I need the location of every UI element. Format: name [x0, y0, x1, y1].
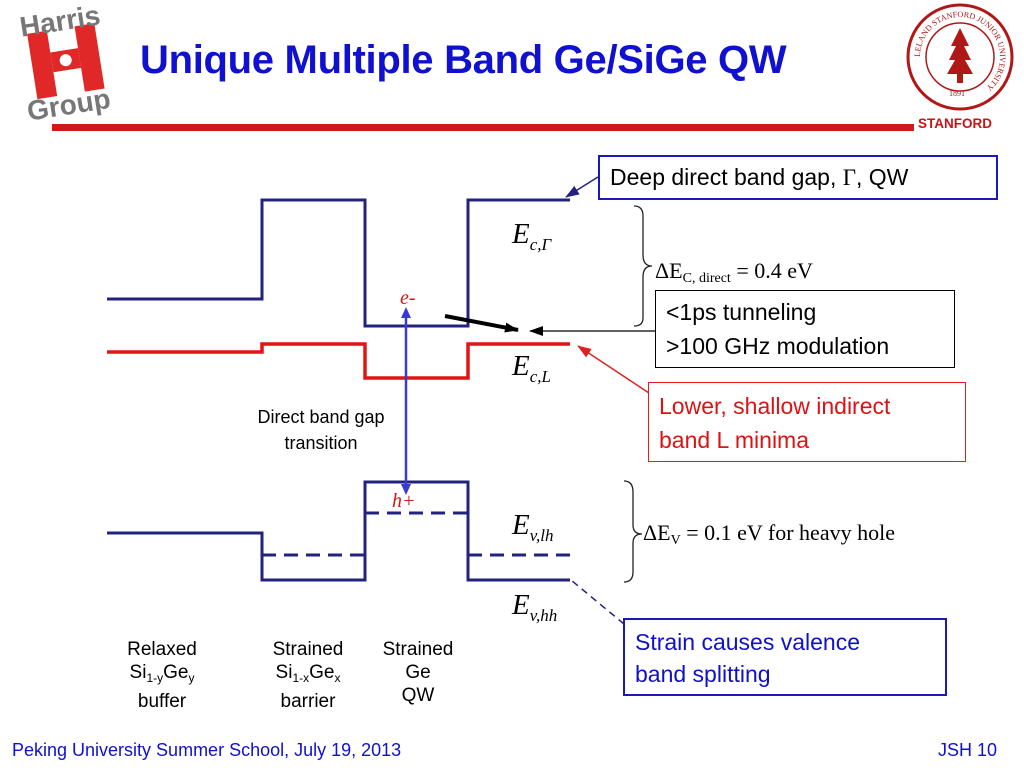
delta-ec-value: = 0.4 eV	[730, 258, 813, 283]
layer-role: barrier	[280, 691, 336, 712]
layer-composition: Si1-xGex	[275, 662, 341, 685]
transition-line1: Direct band gap	[257, 407, 385, 427]
footer-slide-number: JSH 10	[938, 740, 998, 760]
stanford-seal-logo: LELAND STANFORD JUNIOR UNIVERSITY 1891	[906, 3, 1014, 111]
tunneling-pointer-arrow	[444, 314, 519, 333]
layer-role: QW	[401, 685, 435, 706]
deep-gap-prefix: Deep direct band gap,	[610, 164, 843, 190]
ec-l-main: E	[512, 350, 530, 382]
layer-composition: Ge	[405, 662, 431, 683]
lower-minima-line2: band L minima	[659, 427, 810, 453]
transition-line2: transition	[284, 433, 358, 453]
footer-event: Peking University Summer School, July 19…	[12, 740, 402, 760]
delta-ev-label: ΔEV = 0.1 eV for heavy hole	[643, 520, 895, 549]
layer-name: Strained	[272, 639, 344, 660]
layer-composition: Si1-yGey	[129, 662, 195, 685]
ev-lh-label: Ev,lh	[512, 509, 553, 546]
lower-minima-callout: Lower, shallow indirect band L minima	[648, 382, 966, 462]
harris-group-logo: Harris Group	[18, 0, 113, 125]
strain-line2: band splitting	[635, 661, 771, 687]
ec-gamma-sub: c,Γ	[529, 235, 552, 254]
electron-label: e-	[400, 287, 416, 309]
strain-line1: Strain causes valence	[635, 629, 861, 655]
ev-hh-sub: v,hh	[529, 606, 558, 625]
lower-minima-arrow	[577, 345, 653, 396]
delta-ec-symbol: Δ	[655, 258, 670, 283]
delta-ev-sub: V	[670, 533, 681, 548]
direct-transition-label: Direct band gap transition	[228, 404, 414, 456]
delta-ec-brace	[633, 205, 653, 327]
deep-direct-gap-callout: Deep direct band gap, Γ, QW	[598, 155, 998, 200]
ec-l-label: Ec,L	[512, 350, 551, 387]
delta-ec-main: E	[669, 258, 683, 283]
layer-label-barrier: Strained Si1-xGex barrier	[248, 638, 368, 713]
ev-hh-label: Ev,hh	[512, 589, 557, 626]
layer-role: buffer	[137, 691, 187, 712]
seal-year: 1891	[949, 89, 965, 98]
conduction-band-l-line	[107, 342, 570, 380]
hole-label: h+	[392, 490, 416, 512]
delta-ev-main: E	[657, 520, 671, 545]
ev-lh-sub: v,lh	[529, 526, 554, 545]
tunneling-line1: <1ps tunneling	[666, 299, 817, 325]
gamma-symbol: Γ	[842, 165, 857, 190]
strain-pointer-line	[570, 579, 625, 625]
ev-hh-main: E	[512, 589, 530, 621]
ec-l-sub: c,L	[529, 367, 551, 386]
delta-ec-label: ΔEC, direct = 0.4 eV	[655, 258, 813, 287]
layer-name: Relaxed	[127, 639, 197, 660]
layer-label-qw: Strained Ge QW	[358, 638, 478, 707]
deep-gap-arrow	[565, 176, 599, 198]
delta-ev-value: = 0.1 eV for heavy hole	[680, 520, 895, 545]
delta-ev-brace	[623, 480, 643, 583]
ev-lh-main: E	[512, 509, 530, 541]
ec-gamma-main: E	[512, 218, 530, 250]
title-divider	[52, 124, 914, 131]
tunneling-line2: >100 GHz modulation	[666, 333, 890, 359]
valence-band-light-hole-line	[107, 480, 570, 582]
slide-title: Unique Multiple Band Ge/SiGe QW	[140, 38, 787, 82]
strain-splitting-callout: Strain causes valence band splitting	[623, 618, 947, 696]
lower-minima-line1: Lower, shallow indirect	[659, 393, 891, 419]
ec-gamma-label: Ec,Γ	[512, 218, 551, 255]
delta-ev-symbol: Δ	[643, 520, 658, 545]
tunneling-callout: <1ps tunneling >100 GHz modulation	[655, 290, 955, 368]
layer-label-buffer: Relaxed Si1-yGey buffer	[102, 638, 222, 713]
deep-gap-suffix: , QW	[856, 164, 909, 190]
stanford-wordmark: STANFORD	[918, 116, 992, 131]
layer-name: Strained	[382, 639, 454, 660]
delta-ec-sub: C, direct	[682, 271, 731, 286]
conduction-band-gamma-line	[107, 198, 570, 328]
